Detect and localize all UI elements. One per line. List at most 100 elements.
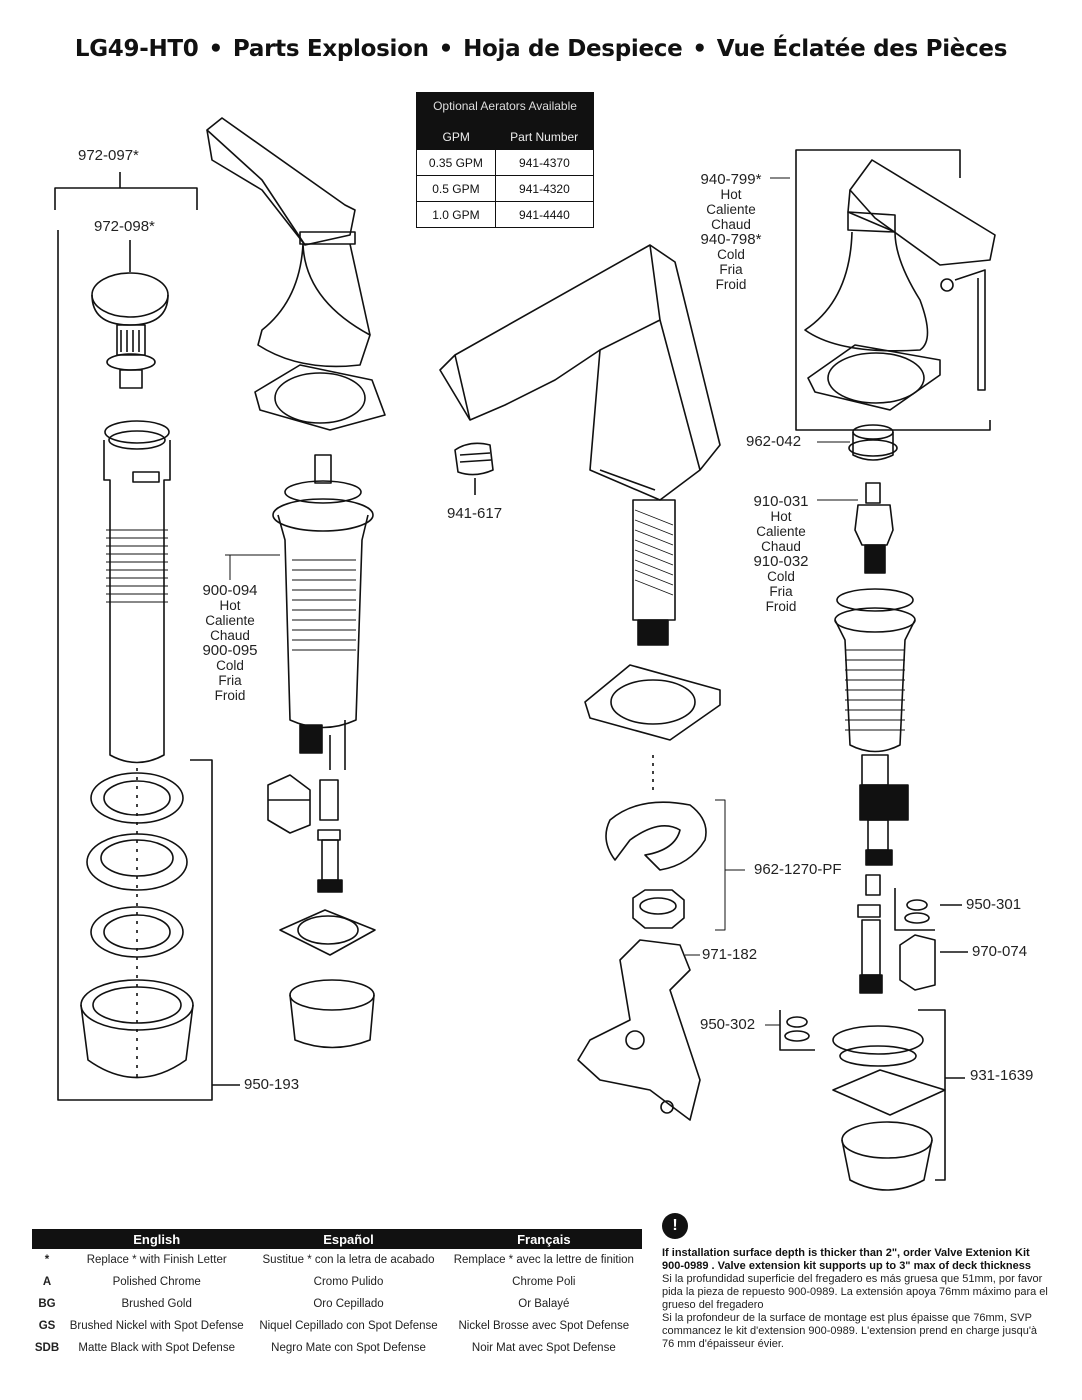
title-spanish: Hoja de Despiece xyxy=(463,36,683,62)
installation-note: ! If installation surface depth is thick… xyxy=(662,1213,1052,1351)
part-number: 931-1639 xyxy=(970,1067,1034,1084)
aerator-part: 941-4370 xyxy=(494,149,594,176)
part-number: 910-032 xyxy=(753,553,809,570)
parts-explosion-diagram xyxy=(54,117,996,1191)
callout-940-799: 940-799* Hot Caliente Chaud 940-798* Col… xyxy=(690,172,772,292)
left-flange xyxy=(254,364,386,431)
label-caliente: Caliente xyxy=(756,524,806,539)
part-number: 940-799* xyxy=(700,171,762,188)
part-number: 910-031 xyxy=(753,493,809,510)
callout-950-193: 950-193 xyxy=(244,1077,299,1092)
part-number: 971-182 xyxy=(702,946,758,963)
orings-950-302 xyxy=(779,1010,815,1051)
legend-code: * xyxy=(44,1254,50,1266)
title-english: Parts Explosion xyxy=(232,36,429,62)
optional-aerators-table: Optional Aerators Available GPM Part Num… xyxy=(416,92,594,228)
aerator-gpm: 0.5 GPM xyxy=(416,175,496,202)
right-valve-body xyxy=(834,588,916,994)
spout xyxy=(439,244,721,646)
legend-english: Brushed Nickel with Spot Defense xyxy=(69,1320,244,1332)
left-valve-body xyxy=(272,454,374,770)
label-chaud: Chaud xyxy=(711,217,751,232)
warning-icon: ! xyxy=(662,1213,688,1239)
legend-spanish: Cromo Pulido xyxy=(313,1276,384,1288)
leader-lines xyxy=(225,177,858,1026)
label-hot: Hot xyxy=(219,598,241,613)
callout-962-042: 962-042 xyxy=(746,434,801,449)
part-number: 962-1270-PF xyxy=(754,861,842,878)
horseshoe-washer xyxy=(605,801,707,871)
left-fittings xyxy=(267,774,376,1049)
aerator-part: 941-4440 xyxy=(494,201,594,228)
left-handle xyxy=(206,117,371,368)
aerator-gpm: 1.0 GPM xyxy=(416,201,496,228)
label-caliente: Caliente xyxy=(706,202,756,217)
aerator-part: 941-4320 xyxy=(494,175,594,202)
aerator xyxy=(454,442,494,495)
aerators-caption: Optional Aerators Available xyxy=(416,92,594,124)
legend-spanish: Oro Cepillado xyxy=(313,1298,384,1310)
legend-english: Replace * with Finish Letter xyxy=(86,1254,227,1266)
legend-header-english: English xyxy=(62,1229,252,1249)
callout-972-097: 972-097* xyxy=(78,148,139,163)
note-spanish: Si la profundidad superficie del fregade… xyxy=(662,1273,1048,1311)
drain-gaskets xyxy=(80,768,194,1080)
part-number: 900-094 xyxy=(202,582,258,599)
page-title: LG49-HT0•Parts Explosion•Hoja de Despiec… xyxy=(74,36,1008,62)
legend-row: GS Brushed Nickel with Spot Defense Niqu… xyxy=(32,1315,642,1337)
mounting-bracket xyxy=(577,939,701,1121)
legend-french: Chrome Poli xyxy=(512,1276,576,1288)
callout-900-094: 900-094 Hot Caliente Chaud 900-095 Cold … xyxy=(192,583,268,703)
right-nut xyxy=(848,424,898,461)
callout-962-1270-pf: 962-1270-PF xyxy=(754,862,842,877)
part-number: 900-095 xyxy=(202,642,258,659)
right-flange xyxy=(807,344,941,411)
drain-bracket-lines xyxy=(54,172,240,1101)
right-cartridge xyxy=(854,482,894,574)
legend-spanish: Sustitue * con la letra de acabado xyxy=(262,1254,435,1266)
label-cold: Cold xyxy=(767,569,795,584)
part-number: 970-074 xyxy=(972,943,1028,960)
orings-950-301 xyxy=(894,888,962,931)
legend-code-header xyxy=(32,1229,62,1249)
legend-english: Matte Black with Spot Defense xyxy=(78,1342,235,1354)
label-fria: Fria xyxy=(769,584,793,599)
label-chaud: Chaud xyxy=(761,539,801,554)
legend-code: SDB xyxy=(34,1342,60,1354)
finish-legend-table: English Español Français * Replace * wit… xyxy=(32,1229,642,1359)
legend-row: * Replace * with Finish Letter Sustitue … xyxy=(32,1249,642,1271)
legend-header-spanish: Español xyxy=(251,1229,446,1249)
legend-french: Nickel Brosse avec Spot Defense xyxy=(458,1320,630,1332)
callout-941-617: 941-617 xyxy=(447,506,502,521)
spout-flange xyxy=(584,664,721,790)
legend-row: BG Brushed Gold Oro Cepillado Or Balayé xyxy=(32,1293,642,1315)
legend-code: A xyxy=(42,1276,52,1288)
label-fria: Fria xyxy=(218,673,242,688)
aerators-col-part: Part Number xyxy=(495,124,594,150)
callout-910-031: 910-031 Hot Caliente Chaud 910-032 Cold … xyxy=(748,494,814,614)
label-chaud: Chaud xyxy=(210,628,250,643)
part-number: 972-097* xyxy=(78,147,139,164)
label-fria: Fria xyxy=(719,262,743,277)
part-number: 950-302 xyxy=(700,1016,756,1033)
legend-spanish: Negro Mate con Spot Defense xyxy=(271,1342,426,1354)
part-number: 972-098* xyxy=(94,218,155,235)
label-cold: Cold xyxy=(216,658,244,673)
callout-950-302: 950-302 xyxy=(700,1017,755,1032)
aerator-row: 1.0 GPM 941-4440 xyxy=(416,201,594,228)
label-cold: Cold xyxy=(717,247,745,262)
legend-spanish: Niquel Cepillado con Spot Defense xyxy=(259,1320,438,1332)
label-froid: Froid xyxy=(715,277,747,292)
legend-row: SDB Matte Black with Spot Defense Negro … xyxy=(32,1337,642,1359)
callout-931-1639: 931-1639 xyxy=(970,1068,1033,1083)
note-english: If installation surface depth is thicker… xyxy=(662,1247,1031,1272)
drain-stopper xyxy=(91,240,169,389)
callout-950-301: 950-301 xyxy=(966,897,1021,912)
drain-body xyxy=(103,420,171,764)
label-caliente: Caliente xyxy=(205,613,255,628)
aerators-col-gpm: GPM xyxy=(416,124,496,150)
callout-970-074: 970-074 xyxy=(972,944,1027,959)
note-french: Si la profondeur de la surface de montag… xyxy=(662,1312,1038,1350)
part-number: 941-617 xyxy=(447,505,503,522)
right-handle xyxy=(795,149,996,431)
